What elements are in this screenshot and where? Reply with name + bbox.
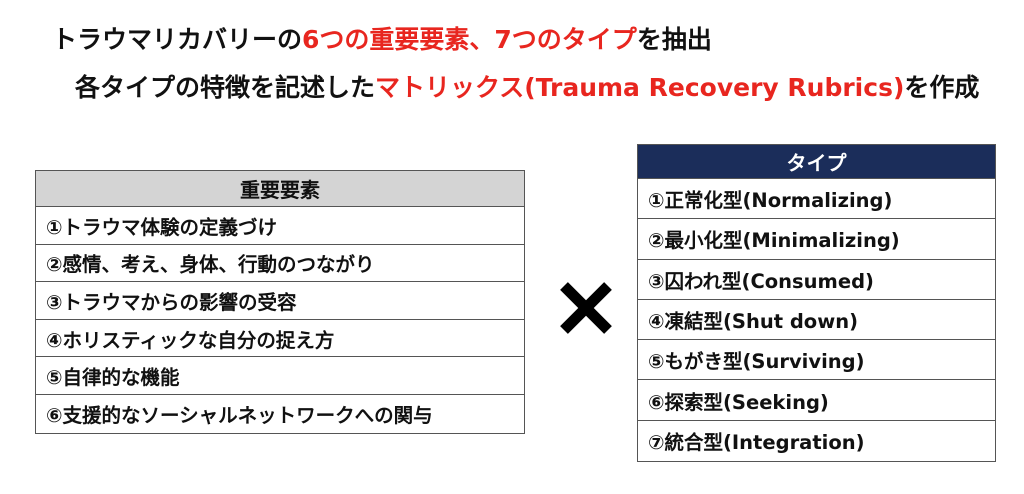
types-row: ③囚われ型(Consumed)	[638, 260, 995, 300]
elements-row: ③トラウマからの影響の受容	[36, 282, 524, 320]
types-row: ④凍結型(Shut down)	[638, 300, 995, 341]
elements-row: ④ホリスティックな自分の捉え方	[36, 320, 524, 358]
types-table-header: タイプ	[638, 145, 995, 179]
elements-table: 重要要素 ①トラウマ体験の定義づけ ②感情、考え、身体、行動のつながり ③トラウ…	[35, 170, 525, 434]
elements-row: ⑤自律的な機能	[36, 357, 524, 395]
types-row: ⑤もがき型(Surviving)	[638, 340, 995, 381]
elements-row: ⑥支援的なソーシャルネットワークへの関与	[46, 404, 433, 428]
types-row: ②最小化型(Minimalizing)	[638, 219, 995, 260]
cross-icon	[560, 282, 612, 334]
elements-row: ①トラウマ体験の定義づけ	[36, 207, 524, 245]
types-row: ⑥探索型(Seeking)	[638, 380, 995, 421]
heading-line-2-tail: を作成	[904, 73, 980, 102]
heading-line-1-text: トラウマリカバリーの	[52, 25, 303, 54]
heading-line-1-highlight: 6つの重要要素、7つのタイプ	[302, 25, 637, 54]
heading-line-1-tail: を抽出	[636, 25, 712, 54]
heading-line-1: トラウマリカバリーの6つの重要要素、7つのタイプを抽出	[52, 23, 712, 57]
elements-table-header: 重要要素	[36, 171, 524, 207]
heading-line-2-highlight: マトリックス(Trauma Recovery Rubrics)	[375, 73, 905, 102]
types-table: タイプ ①正常化型(Normalizing) ②最小化型(Minimalizin…	[637, 144, 996, 463]
heading-line-2: 各タイプの特徴を記述したマトリックス(Trauma Recovery Rubri…	[75, 71, 979, 105]
elements-row: ②感情、考え、身体、行動のつながり	[36, 245, 524, 283]
types-row: ⑦統合型(Integration)	[648, 431, 865, 455]
heading-line-2-text: 各タイプの特徴を記述した	[75, 73, 376, 102]
types-row: ①正常化型(Normalizing)	[638, 179, 995, 220]
